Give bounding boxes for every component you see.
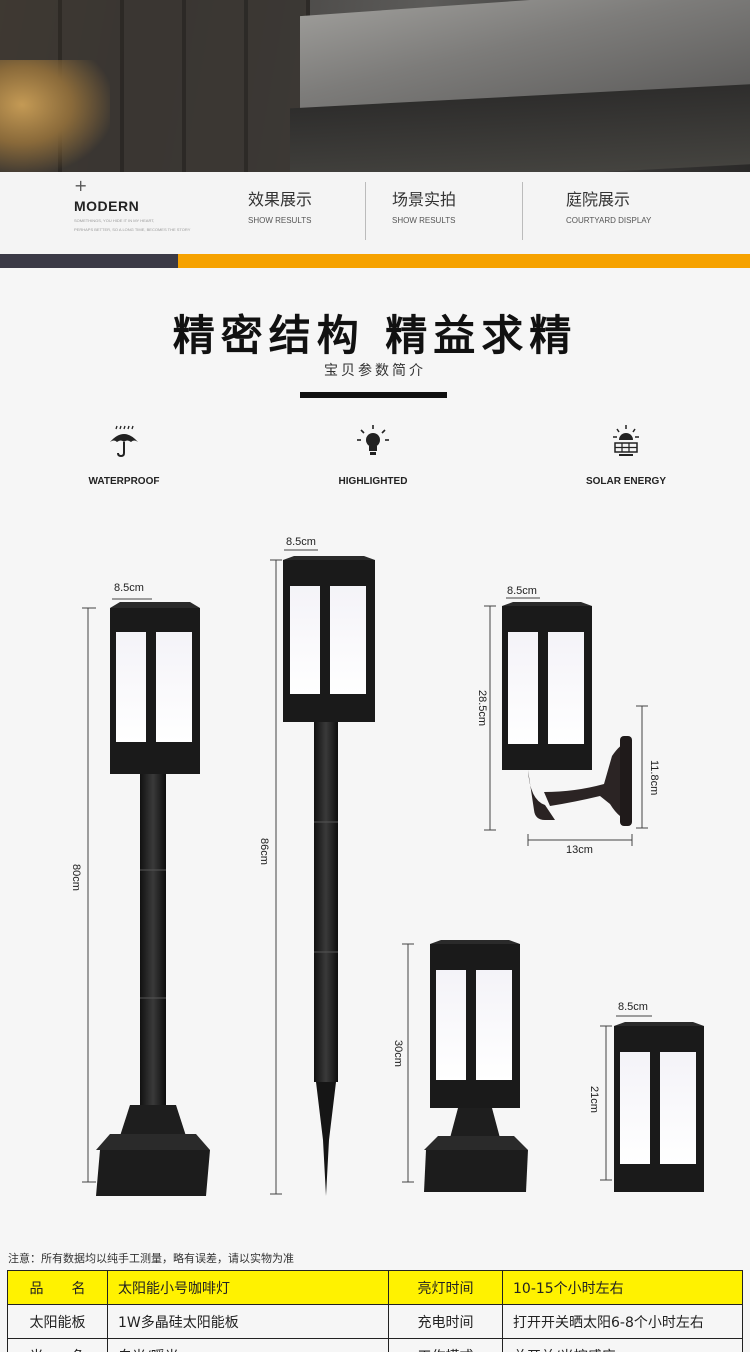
divider-stripe-dark — [0, 254, 178, 268]
section-subhead: 宝贝参数简介 — [324, 363, 426, 379]
lamp3-height-label: 28.5cm — [476, 690, 488, 727]
measurement-note: 注意：所有数据均以纯手工测量，略有误差，请以实物为准 — [8, 1252, 294, 1265]
lamp-stake — [283, 556, 375, 1196]
spec-value: 太阳能小号咖啡灯 — [107, 1270, 389, 1305]
subhead-underline — [300, 392, 447, 398]
lamp-illustrations — [82, 549, 704, 1196]
nav-item-sublabel: SHOW RESULTS — [248, 216, 312, 225]
nav-item-sublabel: COURTYARD DISPLAY — [566, 216, 652, 225]
brand-tagline-2: PERHAPS BETTER, SO A LONG TIME, BECOMES … — [74, 227, 191, 232]
sun-panel-icon — [613, 425, 639, 456]
feature-label: WATERPROOF — [88, 476, 160, 487]
hero-photo — [0, 0, 750, 172]
feature-highlighted: HIGHLIGHTED — [293, 424, 453, 487]
table-row: 光 色 白光/暖光 工作模式 总开关/光控感应 — [7, 1338, 743, 1352]
bulb-icon — [357, 425, 389, 455]
lamp-post-with-base — [96, 602, 210, 1196]
lamp2-width-label: 8.5cm — [286, 536, 316, 548]
nav-item-courtyard[interactable]: 庭院展示 COURTYARD DISPLAY — [566, 186, 651, 225]
nav-item-effects[interactable]: 效果展示 SHOW RESULTS — [248, 186, 312, 225]
table-row: 太阳能板 1W多晶硅太阳能板 充电时间 打开开关晒太阳6-8个小时左右 — [7, 1304, 743, 1339]
nav-item-label: 效果展示 — [248, 190, 313, 209]
spec-value: 白光/暖光 — [107, 1338, 389, 1352]
lamp-small-pillar — [614, 1022, 704, 1192]
plus-icon: + — [74, 176, 88, 195]
brand-tagline-1: SOMETHINGS, YOU HIDE IT IN MY HEART, — [74, 218, 155, 223]
lamp-pillar-with-base — [424, 940, 528, 1192]
spec-value: 10-15个小时左右 — [502, 1270, 743, 1305]
lamp1-width-label: 8.5cm — [114, 582, 144, 594]
spec-key: 充电时间 — [388, 1304, 503, 1339]
umbrella-icon — [110, 425, 138, 458]
nav-item-label: 庭院展示 — [566, 190, 631, 209]
lamp3-bracket-label: 11.8cm — [648, 760, 660, 796]
lamp-wall-mounted — [502, 602, 632, 826]
nav-divider — [365, 182, 366, 240]
spec-value: 打开开关晒太阳6-8个小时左右 — [502, 1304, 743, 1339]
lamp3-depth-label: 13cm — [566, 844, 593, 856]
section-nav: + MODERN SOMETHINGS, YOU HIDE IT IN MY H… — [0, 172, 750, 254]
brand-title: MODERN — [74, 198, 140, 214]
feature-label: SOLAR ENERGY — [585, 476, 666, 487]
lamp2-height-label: 86cm — [258, 838, 270, 865]
spec-value: 1W多晶硅太阳能板 — [107, 1304, 389, 1339]
nav-item-label: 场景实拍 — [392, 190, 457, 209]
lamp5-height-label: 21cm — [588, 1086, 600, 1113]
feature-label: HIGHLIGHTED — [338, 476, 408, 487]
product-drawings: 8.5cm 80cm 8.5cm 86cm 8.5cm 28.5cm 11.8c… — [0, 520, 750, 1220]
spec-key: 太阳能板 — [7, 1304, 108, 1339]
table-row: 品 名 太阳能小号咖啡灯 亮灯时间 10-15个小时左右 — [7, 1270, 743, 1305]
spec-key: 工作模式 — [388, 1338, 503, 1352]
lamp5-width-label: 8.5cm — [618, 1001, 648, 1013]
divider-stripe-orange — [178, 254, 750, 268]
lamp4-height-label: 30cm — [392, 1040, 404, 1067]
nav-item-scenes[interactable]: 场景实拍 SHOW RESULTS — [392, 186, 456, 225]
feature-waterproof: WATERPROOF — [44, 424, 204, 487]
spec-key: 亮灯时间 — [388, 1270, 503, 1305]
nav-item-sublabel: SHOW RESULTS — [392, 216, 456, 225]
spec-key: 光 色 — [7, 1338, 108, 1352]
spec-value: 总开关/光控感应 — [502, 1338, 743, 1352]
lamp1-height-label: 80cm — [70, 864, 82, 891]
section-headline: 精密结构 精益求精 — [172, 311, 578, 360]
feature-solar-energy: SOLAR ENERGY — [546, 424, 706, 487]
nav-divider — [522, 182, 523, 240]
spec-table: 品 名 太阳能小号咖啡灯 亮灯时间 10-15个小时左右 太阳能板 1W多晶硅太… — [7, 1270, 743, 1352]
lamp3-width-label: 8.5cm — [507, 585, 537, 597]
spec-key: 品 名 — [7, 1270, 108, 1305]
